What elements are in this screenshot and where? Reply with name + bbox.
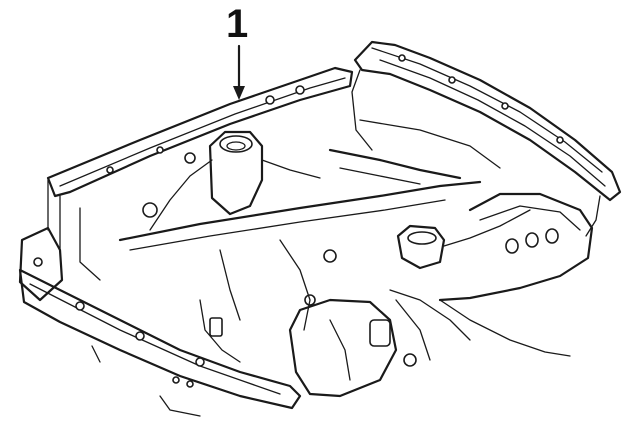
callout-number: 1	[226, 2, 249, 46]
right-strut-tower	[396, 209, 531, 270]
left-strut-tower	[149, 130, 321, 231]
callout-leader-arrow	[233, 44, 245, 100]
left-frame-rail	[18, 179, 101, 302]
cowl-panel	[351, 40, 622, 237]
lower-center-structure	[199, 298, 431, 398]
engine-compartment-floor	[118, 119, 501, 331]
upper-radiator-support	[46, 66, 354, 198]
front-lower-crossmember	[18, 268, 302, 417]
right-fender-apron	[389, 192, 594, 357]
